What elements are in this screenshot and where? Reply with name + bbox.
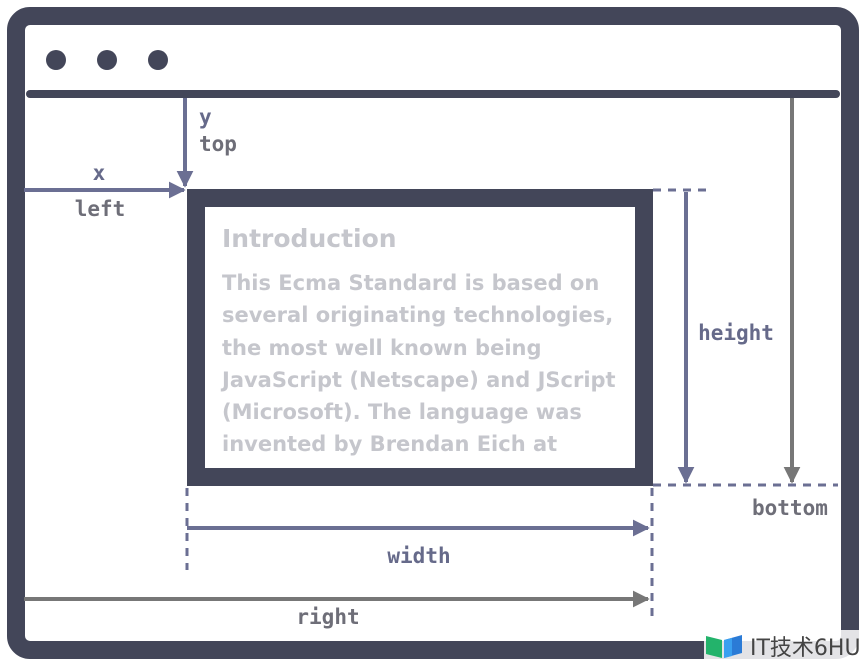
label-x: x xyxy=(93,161,106,185)
element-body: This Ecma Standard is based on several o… xyxy=(222,267,632,461)
label-height: height xyxy=(698,321,774,345)
element-line-2: several originating technologies, xyxy=(222,303,614,328)
label-right: right xyxy=(296,605,359,629)
label-width: width xyxy=(387,544,450,568)
element-line-5: (Microsoft). The language was xyxy=(222,400,582,425)
element-box xyxy=(187,189,653,486)
element-title: Introduction xyxy=(222,224,397,253)
watermark-text: IT技术6HU xyxy=(750,636,861,661)
element-line-1: This Ecma Standard is based on xyxy=(222,271,600,295)
label-y: y xyxy=(199,105,212,129)
window-dot-3 xyxy=(148,50,168,70)
watermark: IT技术6HU xyxy=(704,630,861,662)
label-bottom: bottom xyxy=(752,496,828,520)
element-line-6: invented by Brendan Eich at xyxy=(222,432,558,457)
element-line-3: the most well known being xyxy=(222,335,542,360)
book-logo-icon xyxy=(706,635,742,658)
element-line-4: JavaScript (Netscape) and JScript xyxy=(222,367,616,392)
label-left: left xyxy=(75,197,126,221)
window-dot-1 xyxy=(46,50,66,70)
label-top: top xyxy=(199,132,237,156)
window-dot-2 xyxy=(97,50,117,70)
element-content: Introduction This Ecma Standard is based… xyxy=(222,222,642,461)
